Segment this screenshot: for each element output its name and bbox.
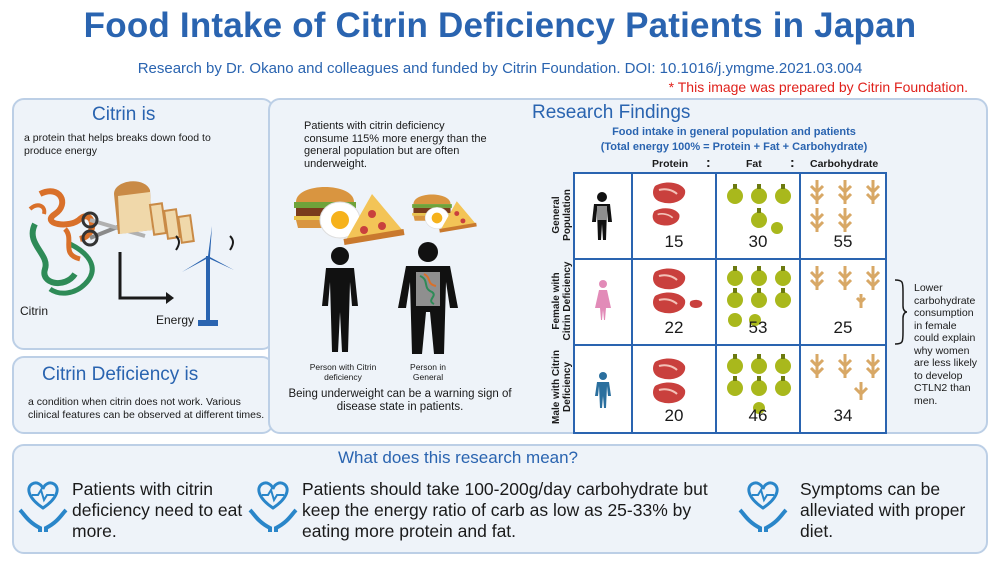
underweight-warning: Being underweight can be a warning sign … bbox=[288, 388, 512, 413]
energy-arrow-icon bbox=[118, 252, 174, 304]
protein-cell: 20 bbox=[631, 344, 717, 434]
person-cell bbox=[573, 258, 633, 346]
column-header-carbohydrate: Carbohydrate bbox=[810, 158, 879, 170]
carbohydrate-cell: 25 bbox=[799, 258, 887, 346]
person-cell bbox=[573, 172, 633, 260]
fat-cell: 30 bbox=[715, 172, 801, 260]
male-icon bbox=[595, 372, 611, 408]
column-separator: : bbox=[790, 154, 795, 170]
subtitle: Research by Dr. Okano and colleagues and… bbox=[137, 60, 863, 77]
findings-title: Research Findings bbox=[532, 102, 691, 123]
value-general-carbohydrate: 55 bbox=[833, 232, 853, 251]
citrin-description: a protein that helps breaks down food to… bbox=[24, 132, 211, 157]
fat-cell: 46 bbox=[715, 344, 801, 434]
person-icon bbox=[398, 242, 458, 354]
oil-bottle-icon bbox=[727, 184, 791, 234]
steak-icon bbox=[653, 268, 686, 290]
oil-bottle-icon bbox=[727, 266, 791, 327]
protein-cell: 15 bbox=[631, 172, 717, 260]
deficiency-panel: Citrin Deficiency is a condition when ci… bbox=[12, 356, 274, 434]
wheat-icon bbox=[809, 354, 881, 400]
steak-icon bbox=[653, 182, 686, 204]
steak-icon bbox=[653, 292, 686, 314]
citrin-panel: Citrin is a protein that helps breaks do… bbox=[12, 98, 274, 350]
protein-cell: 22 bbox=[631, 258, 717, 346]
side-note: Lower carbohydrate consumption in female… bbox=[914, 282, 978, 407]
protein-structure-icon bbox=[28, 188, 96, 296]
main-title: Food Intake of Citrin Deficiency Patient… bbox=[83, 6, 917, 45]
pizza-icon bbox=[439, 201, 477, 233]
heart-hands-icon bbox=[248, 481, 298, 532]
person-general-label: Person in General bbox=[410, 362, 446, 382]
value-female-protein: 22 bbox=[664, 318, 684, 337]
column-header-fat: Fat bbox=[746, 158, 762, 170]
steak-icon bbox=[689, 299, 703, 308]
male-icon bbox=[592, 192, 612, 240]
fat-cell: 53 bbox=[715, 258, 801, 346]
row-header-general: General Population bbox=[551, 189, 573, 241]
value-female-carbohydrate: 25 bbox=[833, 318, 853, 337]
carbohydrate-cell: 55 bbox=[799, 172, 887, 260]
energy-label: Energy bbox=[156, 313, 195, 327]
meaning-item-2: Patients should take 100-200g/day carboh… bbox=[302, 479, 708, 541]
egg-icon bbox=[319, 201, 361, 239]
steak-icon bbox=[652, 208, 680, 226]
food-intake-table: 15 30 55 22 bbox=[573, 172, 887, 434]
steak-icon bbox=[653, 358, 686, 380]
row-header-female: Female with Citrin Deficiency bbox=[551, 261, 573, 341]
meaning-item-3: Symptoms can be alleviated with proper d… bbox=[800, 479, 966, 541]
person-cell bbox=[573, 344, 633, 434]
value-general-protein: 15 bbox=[664, 232, 684, 251]
table-title-line2: (Total energy 100% = Protein + Fat + Car… bbox=[600, 141, 868, 153]
heart-hands-icon bbox=[18, 481, 68, 532]
deficiency-panel-title: Citrin Deficiency is bbox=[42, 364, 199, 385]
column-header-protein: Protein bbox=[652, 158, 689, 170]
value-female-fat: 53 bbox=[748, 318, 768, 337]
pizza-icon bbox=[343, 194, 405, 245]
wind-turbine-icon bbox=[175, 226, 234, 326]
row-header-male: Male with Citrin Deficiency bbox=[551, 350, 573, 424]
disclaimer: * This image was prepared by Citrin Foun… bbox=[668, 79, 968, 95]
wheat-icon bbox=[809, 180, 881, 232]
meaning-panel: What does this research mean? bbox=[12, 444, 988, 554]
oil-bottle-icon bbox=[727, 354, 791, 414]
column-separator: : bbox=[706, 154, 711, 170]
bracket-icon bbox=[894, 279, 908, 345]
value-male-fat: 46 bbox=[748, 406, 768, 425]
person-patient-label: Person with Citrin deficiency bbox=[309, 362, 377, 382]
steak-icon bbox=[653, 382, 686, 404]
meaning-item-1: Patients with citrin deficiency need to … bbox=[72, 479, 243, 541]
deficiency-description: a condition when citrin does not work. V… bbox=[28, 396, 265, 421]
value-male-carbohydrate: 34 bbox=[833, 406, 853, 425]
citrin-label: Citrin bbox=[20, 304, 49, 318]
female-icon bbox=[595, 280, 611, 320]
carbohydrate-cell: 34 bbox=[799, 344, 887, 434]
bread-icon bbox=[114, 181, 195, 244]
heart-hands-icon bbox=[738, 481, 788, 532]
value-general-fat: 30 bbox=[748, 232, 768, 251]
meaning-title: What does this research mean? bbox=[338, 448, 579, 467]
citrin-panel-title: Citrin is bbox=[92, 104, 156, 125]
value-male-protein: 20 bbox=[664, 406, 684, 425]
wheat-icon bbox=[809, 266, 881, 308]
table-title-line1: Food intake in general population and pa… bbox=[612, 126, 856, 138]
person-icon bbox=[322, 247, 358, 352]
energy-note: Patients with citrin deficiency consume … bbox=[304, 120, 487, 170]
